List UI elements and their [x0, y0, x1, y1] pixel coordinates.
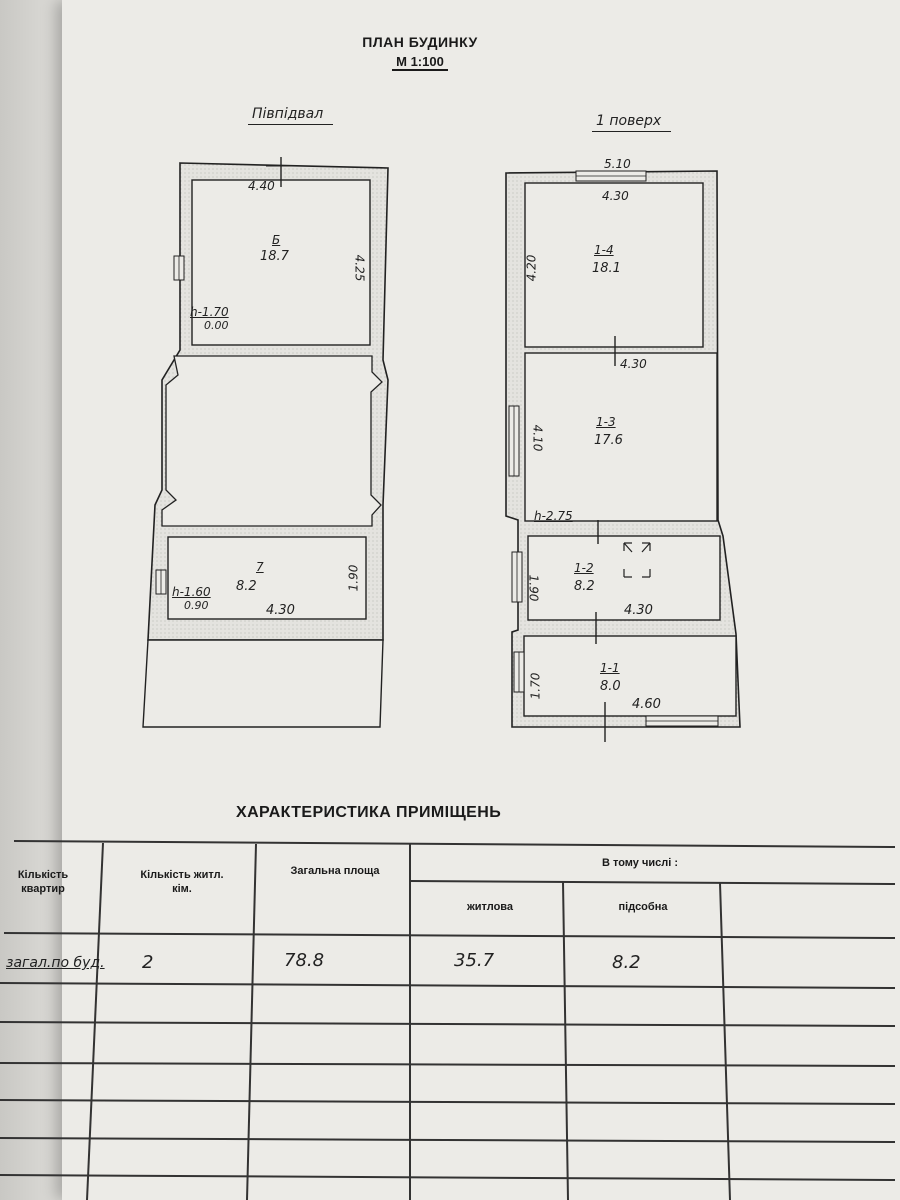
- room-1-1-bottom: 4.60: [632, 697, 661, 712]
- basement-label: Півпідвал: [248, 106, 334, 125]
- header-living: житлова: [466, 901, 514, 913]
- room-1-4-top: 4.30: [602, 189, 629, 203]
- room-1-4-area: 18.1: [592, 261, 621, 276]
- room-1-4-number: 1-4: [594, 243, 614, 257]
- left-page-edge: [0, 0, 70, 1200]
- first-floor-label: 1 поверх: [592, 113, 672, 132]
- basement-room-bottom: [167, 536, 367, 620]
- cell-rooms: 2: [142, 952, 154, 973]
- first-floor-plan: [505, 170, 741, 742]
- room-1-2-bottom: 4.30: [624, 603, 653, 618]
- basement-room-bottom-number: 7: [256, 560, 264, 574]
- basement-room-bottom-area: 8.2: [236, 579, 257, 594]
- basement-room-top-h-sub: 0.00: [204, 319, 229, 332]
- room-1-1: [523, 635, 737, 717]
- room-1-2-area: 8.2: [574, 579, 595, 594]
- room-1-1-number: 1-1: [600, 661, 620, 675]
- room-1-3-top: 4.30: [620, 357, 647, 371]
- basement-room-bottom-h: h-1.60: [172, 585, 211, 599]
- header-total-area: Загальна площа: [290, 865, 380, 877]
- basement-room-bottom-width: 4.30: [266, 603, 295, 618]
- table-title: ХАРАКТЕРИСТИКА ПРИМІЩЕНЬ: [236, 804, 502, 821]
- room-1-2-number: 1-2: [574, 561, 594, 575]
- stair-arrows-icon: [623, 542, 651, 578]
- room-1-4: [524, 182, 704, 348]
- room-1-1-area: 8.0: [600, 679, 621, 694]
- first-floor-outer-width: 5.10: [604, 157, 631, 171]
- cell-auxiliary: 8.2: [612, 952, 641, 973]
- header-including: В тому числі :: [601, 857, 678, 869]
- header-apartments: Кількість квартир: [17, 869, 69, 895]
- scale-label: М 1:100: [300, 54, 540, 71]
- basement-plan: [142, 157, 389, 728]
- basement-room-top-area: 18.7: [260, 249, 289, 264]
- basement-top-width: 4.40: [248, 179, 275, 193]
- basement-room-bottom-h-sub: 0.90: [184, 599, 209, 612]
- page-title: ПЛАН БУДИНКУ: [362, 34, 478, 50]
- basement-annex: [142, 639, 384, 728]
- cell-total-area: 78.8: [284, 950, 325, 971]
- header-rooms: Кількість житл. кім.: [140, 869, 224, 895]
- basement-room-top-number: Б: [272, 233, 281, 247]
- basement-middle-space: [161, 355, 383, 527]
- cell-apartments: загал.по буд.: [6, 955, 105, 971]
- cell-living: 35.7: [454, 950, 495, 971]
- room-1-3: [524, 352, 718, 522]
- room-1-3-number: 1-3: [596, 415, 616, 429]
- header-auxiliary: підсобна: [618, 901, 668, 913]
- room-1-3-area: 17.6: [594, 433, 623, 448]
- room-1-3-h: h-2.75: [534, 509, 573, 523]
- basement-room-top-h: h-1.70: [190, 305, 229, 319]
